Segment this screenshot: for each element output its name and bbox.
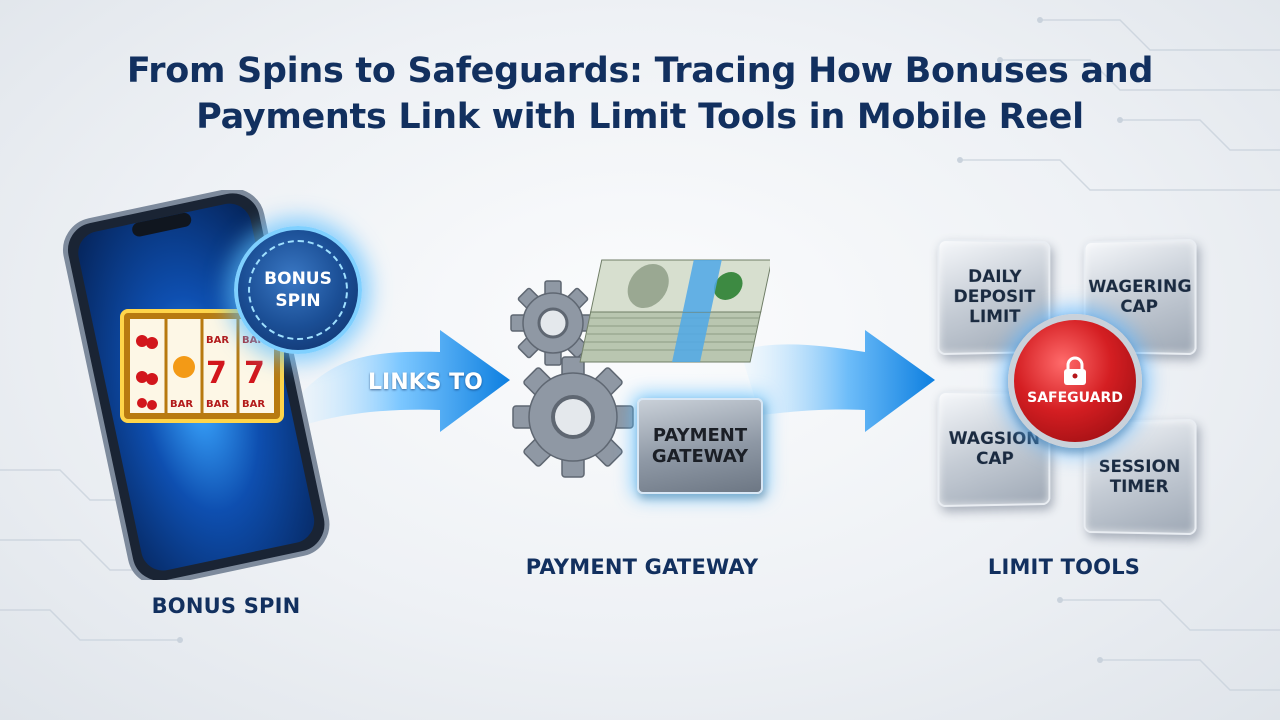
cash-stack-icon (579, 259, 770, 363)
padlock-icon (1064, 356, 1086, 385)
slot-symbol: BAR (206, 399, 229, 410)
bonus-chip-line-1: BONUS (264, 269, 332, 289)
arrow-right-icon (740, 330, 935, 432)
tile-text: CAP (975, 449, 1014, 470)
bonus-chip-line-2: SPIN (275, 291, 321, 311)
caption-bonus-spin: BONUS SPIN (151, 594, 301, 618)
gateway-box-line-1: PAYMENT (652, 425, 748, 446)
arrow-right-icon (290, 330, 510, 432)
title-line-2: Payments Link with Limit Tools in Mobile… (196, 97, 1084, 137)
tile-text: LIMIT (969, 306, 1021, 328)
tile-text: WAGERING (1088, 276, 1192, 297)
safeguard-button: SAFEGUARD (1008, 314, 1142, 448)
title-line-1: From Spins to Safeguards: Tracing How Bo… (126, 51, 1154, 91)
tile-text: DEPOSIT (953, 286, 1036, 308)
slot-symbol: BAR (242, 399, 265, 410)
slot-symbol: 7 (244, 356, 265, 391)
safeguard-label: SAFEGUARD (1027, 390, 1123, 406)
caption-payment-gateway: PAYMENT GATEWAY (525, 555, 759, 579)
caption-limit-tools: LIMIT TOOLS (987, 555, 1141, 579)
tile-text: DAILY (967, 266, 1022, 288)
tile-text: WAGSION (948, 428, 1040, 449)
tile-text: TIMER (1109, 477, 1169, 498)
page-title: From Spins to Safeguards: Tracing How Bo… (0, 48, 1280, 140)
tile-text: CAP (1120, 297, 1158, 318)
slot-symbol: BAR (170, 399, 193, 410)
gateway-box-line-2: GATEWAY (651, 446, 749, 467)
gear-icon (510, 280, 596, 366)
bonus-spin-chip: BONUS SPIN (234, 226, 362, 354)
slot-symbol: 7 (206, 356, 227, 391)
slot-machine-icon: BAR BAR 7 7 BAR BAR BAR (120, 309, 284, 423)
links-to-label: LINKS TO (368, 370, 483, 395)
gear-icon (512, 356, 634, 478)
slot-symbol: BAR (242, 335, 265, 346)
slot-symbol: BAR (206, 335, 229, 346)
payment-gateway-box: PAYMENT GATEWAY (637, 398, 763, 494)
tile-text: SESSION (1098, 456, 1181, 477)
